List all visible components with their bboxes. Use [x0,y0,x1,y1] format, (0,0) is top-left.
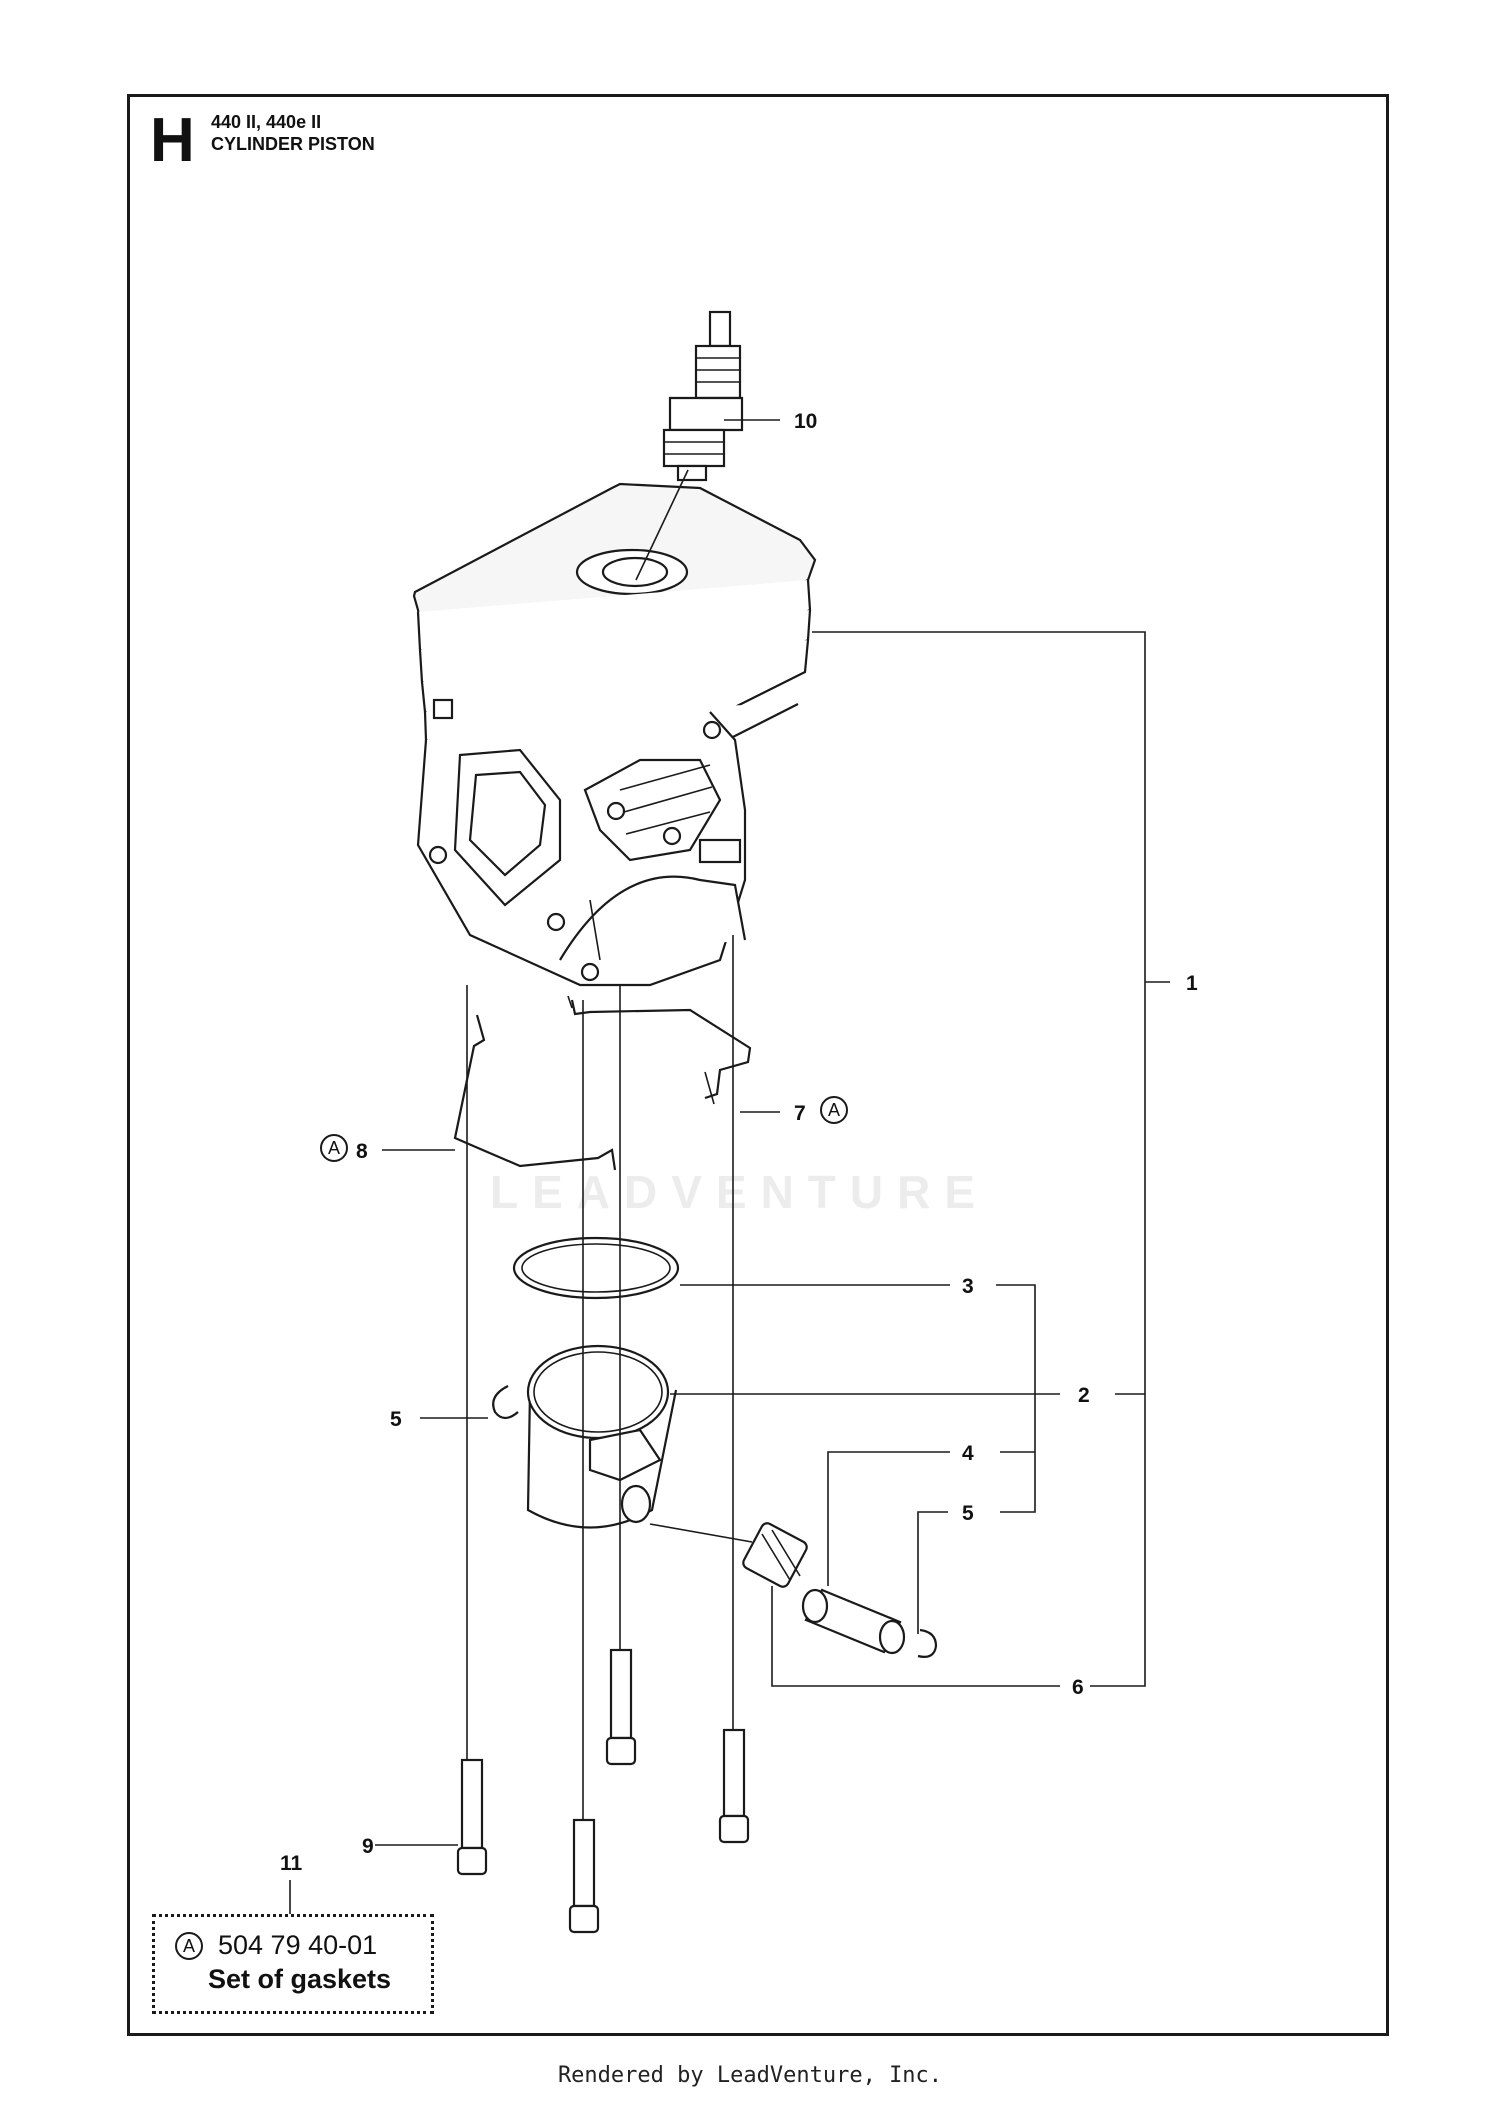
assembly-title: CYLINDER PISTON [211,134,375,154]
callout-3: 3 [962,1275,974,1298]
spark-plug [662,310,744,482]
gasket-part-number: 504 79 40-01 [178,1930,377,1961]
model-names: 440 II, 440e II [211,112,322,132]
gasket-description: Set of gaskets [208,1964,392,1994]
callout-7: 7 [794,1102,806,1125]
exhaust-gasket [453,1014,617,1171]
section-letter: H [150,106,195,175]
callout-8: 8 [356,1140,368,1163]
gasket-part-number-text: 504 79 40-01 [218,1930,378,1960]
intake-gasket [567,995,752,1105]
callout-5-right: 5 [962,1502,974,1525]
circle-a-marker-8: A [320,1134,348,1162]
callout-10: 10 [794,410,817,433]
piston-ring [512,1236,680,1300]
piston-pin [801,1588,906,1655]
cylinder-bolts [456,1648,750,1934]
callout-11: 11 [280,1852,303,1875]
diagram-frame [127,94,1389,2036]
callout-1: 1 [1186,972,1198,995]
piston-ring-inner [521,1243,671,1293]
leader-lines [289,419,1170,1914]
callout-5-left: 5 [390,1408,402,1431]
callout-4: 4 [962,1442,974,1465]
callout-6: 6 [1072,1676,1084,1699]
circlip-right [917,1628,938,1658]
circlip-left [492,1385,519,1420]
callout-2: 2 [1078,1384,1090,1407]
footer-credit: Rendered by LeadVenture, Inc. [557,2063,943,2088]
circle-a-marker-7: A [820,1096,848,1124]
gasket-set-box [152,1914,434,2014]
circle-a-marker-gasket: A [175,1932,203,1960]
cylinder [412,482,817,987]
needle-bearing [742,1522,808,1588]
piston [526,1344,678,1529]
callout-9: 9 [362,1835,374,1858]
